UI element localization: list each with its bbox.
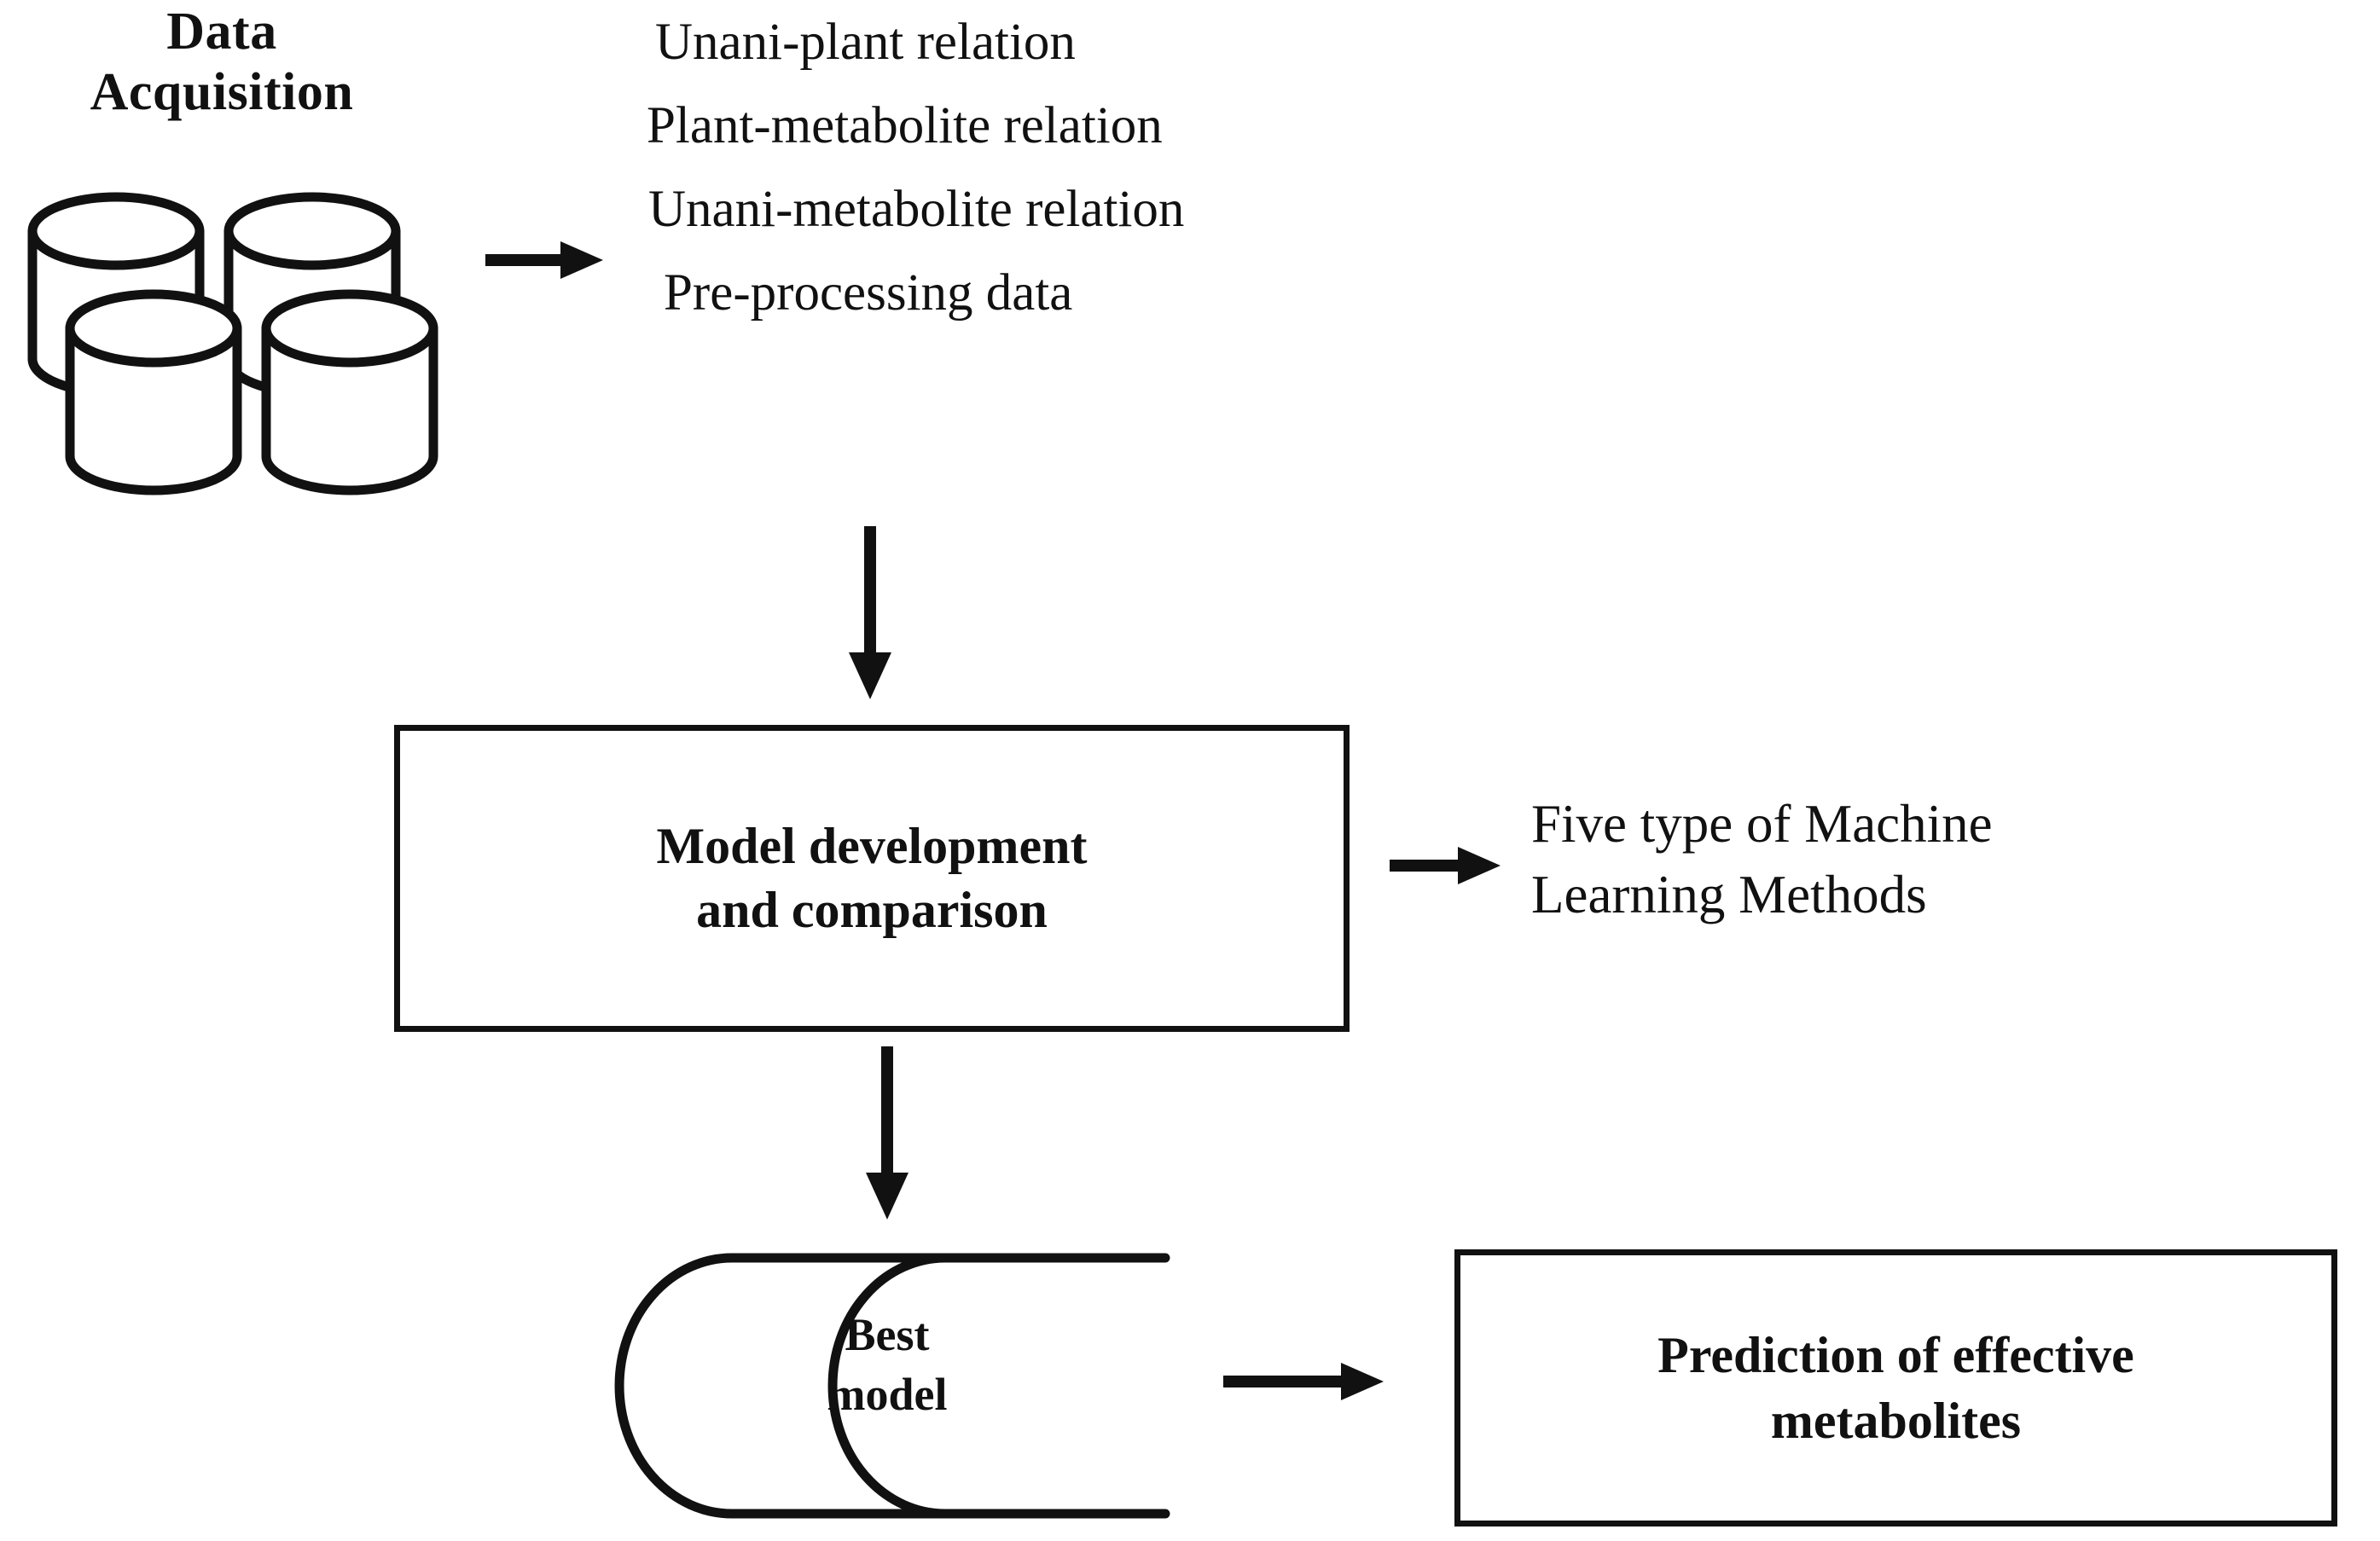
- model-development-box-text: Model development and comparison: [657, 814, 1088, 942]
- ml-methods-line1: Five type of Machine: [1531, 794, 1993, 854]
- data-acquisition-title-line1: Data: [166, 3, 277, 61]
- list-item-unani-plant: Unani-plant relation: [631, 0, 1535, 84]
- relations-label: Unani-plant relation: [655, 13, 1076, 71]
- list-item-preprocessing: Pre-processing data: [631, 251, 1535, 334]
- data-acquisition-title-line2: Acquisition: [90, 63, 354, 122]
- best-model-line2: model: [827, 1369, 948, 1421]
- arrow-right-icon-to-methods: [1386, 831, 1506, 900]
- data-acquisition-title: Data Acquisition: [17, 2, 427, 124]
- model-development-box[interactable]: Model development and comparison: [394, 725, 1350, 1032]
- model-box-line1: Model development: [656, 818, 1088, 874]
- ml-methods-line2: Learning Methods: [1531, 865, 1927, 925]
- relations-label: Plant-metabolite relation: [647, 96, 1163, 154]
- list-item-unani-metabolite: Unani-metabolite relation: [631, 167, 1535, 251]
- best-model-shape[interactable]: [612, 1249, 1175, 1522]
- best-model-line1: Best: [845, 1309, 930, 1360]
- database-cylinders-icon: [17, 192, 461, 499]
- arrow-down-icon-to-model: [832, 524, 908, 708]
- relations-label: Unani-metabolite relation: [648, 180, 1185, 238]
- relations-list: Unani-plant relation Plant-metabolite re…: [631, 0, 1535, 334]
- prediction-box[interactable]: Prediction of effective metabolites: [1454, 1249, 2337, 1527]
- relations-label: Pre-processing data: [664, 264, 1073, 322]
- arrow-down-icon-to-best-model: [849, 1045, 926, 1228]
- ml-methods-label: Five type of Machine Learning Methods: [1531, 789, 2380, 930]
- best-model-label: Best model: [751, 1305, 1024, 1424]
- list-item-plant-metabolite: Plant-metabolite relation: [631, 84, 1535, 167]
- prediction-box-text: Prediction of effective metabolites: [1657, 1323, 2134, 1454]
- arrow-right-icon-acquisition: [482, 226, 610, 294]
- arrow-right-icon-to-prediction: [1220, 1347, 1390, 1416]
- prediction-line1: Prediction of effective: [1657, 1326, 2134, 1383]
- model-box-line2: and comparison: [696, 882, 1048, 938]
- prediction-line2: metabolites: [1770, 1392, 2022, 1449]
